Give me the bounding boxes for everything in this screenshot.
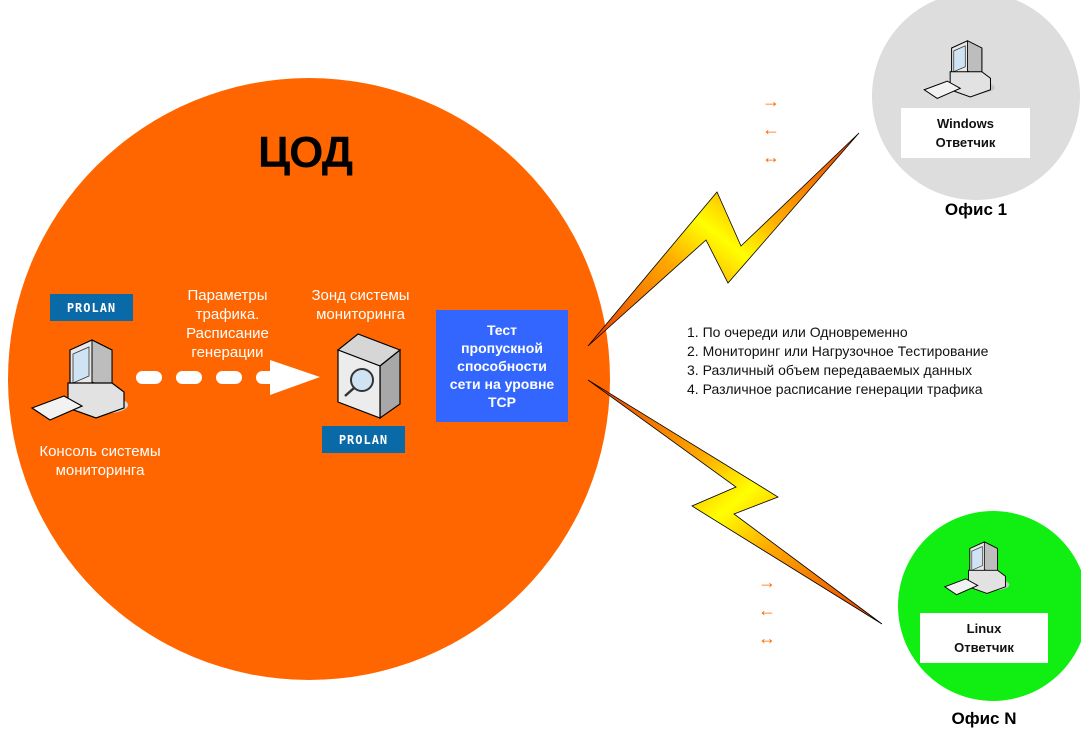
label-line: Параметры	[187, 287, 268, 304]
prolan-logo-probe: PRОLAN	[322, 426, 405, 453]
test-line: Тест	[486, 322, 518, 338]
office-n-zone	[898, 511, 1081, 701]
feature-item: 4. Различное расписание генерации трафик…	[687, 381, 983, 397]
probe-label: Зонд системы мониторинга	[298, 286, 423, 324]
responder-role: Ответчик	[935, 135, 996, 150]
probe-icon	[336, 333, 402, 420]
wan-link-office-n	[587, 379, 883, 625]
responder-os: Windows	[937, 116, 994, 131]
direction-arrows-office-1: → ← ↔	[756, 92, 786, 166]
traffic-parameters-label: Параметры трафика. Расписание генерации	[170, 286, 285, 362]
console-computer-icon	[30, 339, 128, 421]
responder-os: Linux	[966, 621, 1002, 636]
arrow-right-icon: →	[762, 91, 780, 111]
logo-text: PRОLAN	[338, 432, 389, 447]
arrow-left-icon: ←	[762, 119, 780, 139]
label-line: Расписание	[186, 325, 269, 342]
tcp-throughput-test-box: Тест пропускной способности сети на уров…	[436, 310, 568, 422]
office-1-responder-box: Windows Ответчик	[901, 108, 1030, 158]
logo-text: PRОLAN	[66, 300, 117, 315]
label-line: мониторинга	[316, 306, 405, 323]
flow-arrow-icon	[136, 360, 320, 395]
direction-arrows-office-n: → ← ↔	[752, 573, 782, 647]
responder-role: Ответчик	[954, 640, 1014, 655]
feature-item: 3. Различный объем передаваемых данных	[687, 362, 973, 378]
feature-item: 1. По очереди или Одновременно	[687, 324, 908, 340]
label-line: генерации	[191, 344, 264, 361]
datacenter-title: ЦОД	[258, 128, 353, 177]
label-line: мониторинга	[55, 462, 145, 479]
prolan-logo-console: PRОLAN	[50, 294, 133, 321]
label-line: трафика.	[195, 306, 260, 323]
office-n-computer-icon	[943, 541, 1010, 596]
arrow-right-icon: →	[758, 572, 776, 592]
test-line: пропускной	[461, 340, 543, 356]
office-n-name: Офис N	[951, 709, 1017, 728]
office-1-name: Офис 1	[944, 200, 1008, 219]
office-1-zone	[872, 0, 1080, 200]
test-line: сети на уровне	[449, 376, 555, 392]
arrow-bidirectional-icon: ↔	[758, 628, 776, 648]
wan-link-office-1	[587, 132, 860, 347]
label-line: Консоль системы	[39, 443, 161, 460]
label-line: Зонд системы	[311, 287, 410, 304]
arrow-bidirectional-icon: ↔	[762, 147, 780, 167]
test-line: TCP	[488, 394, 516, 410]
office-n-responder-box: Linux Ответчик	[920, 613, 1048, 663]
office-1-computer-icon	[923, 40, 995, 99]
feature-item: 2. Мониторинг или Нагрузочное Тестирован…	[687, 343, 989, 359]
features-list: 1. По очереди или Одновременно 2. Монито…	[687, 323, 988, 399]
test-line: способности	[457, 358, 547, 374]
console-label: Консоль системы мониторинга	[20, 442, 180, 480]
arrow-left-icon: ←	[758, 600, 776, 620]
